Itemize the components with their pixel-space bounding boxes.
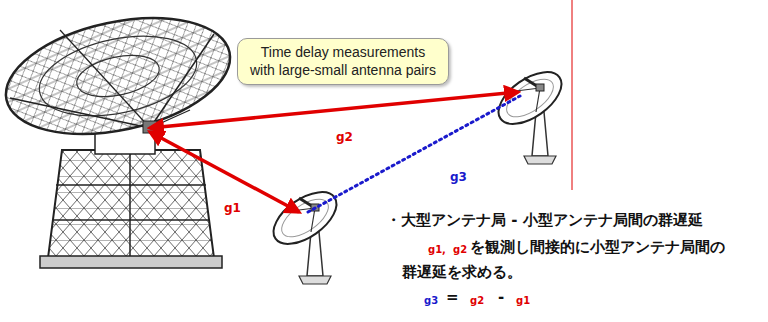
callout-box: Time delay measurements with large-small… (237, 38, 449, 85)
boundary-line (572, 0, 573, 190)
callout-text: Time delay measurements with large-small… (247, 43, 439, 79)
delay-symbol: g2 (470, 295, 484, 307)
large-antenna (0, 0, 241, 268)
delay-label: g1 (224, 202, 241, 216)
note-text: ・大型アンテナ局 - 小型アンテナ局間の群遅延 (386, 212, 703, 229)
small-antenna (490, 62, 571, 164)
delay-symbol: g1 (516, 295, 530, 307)
note-text: 群遅延を求める。 (402, 264, 522, 281)
delay-arrow (150, 132, 299, 212)
note-text: を観測し間接的に小型アンテナ局間の (470, 239, 725, 256)
delay-symbol: g1, (428, 244, 446, 256)
equation-operator: - (498, 289, 504, 306)
delay-label: g3 (450, 171, 467, 185)
delay-symbol: g3 (424, 295, 438, 307)
delay-label: g2 (336, 131, 353, 145)
equation-operator: = (446, 289, 459, 306)
delay-arrow (150, 92, 518, 128)
delay-symbol: g2 (453, 244, 467, 256)
derived-baseline (308, 96, 520, 212)
